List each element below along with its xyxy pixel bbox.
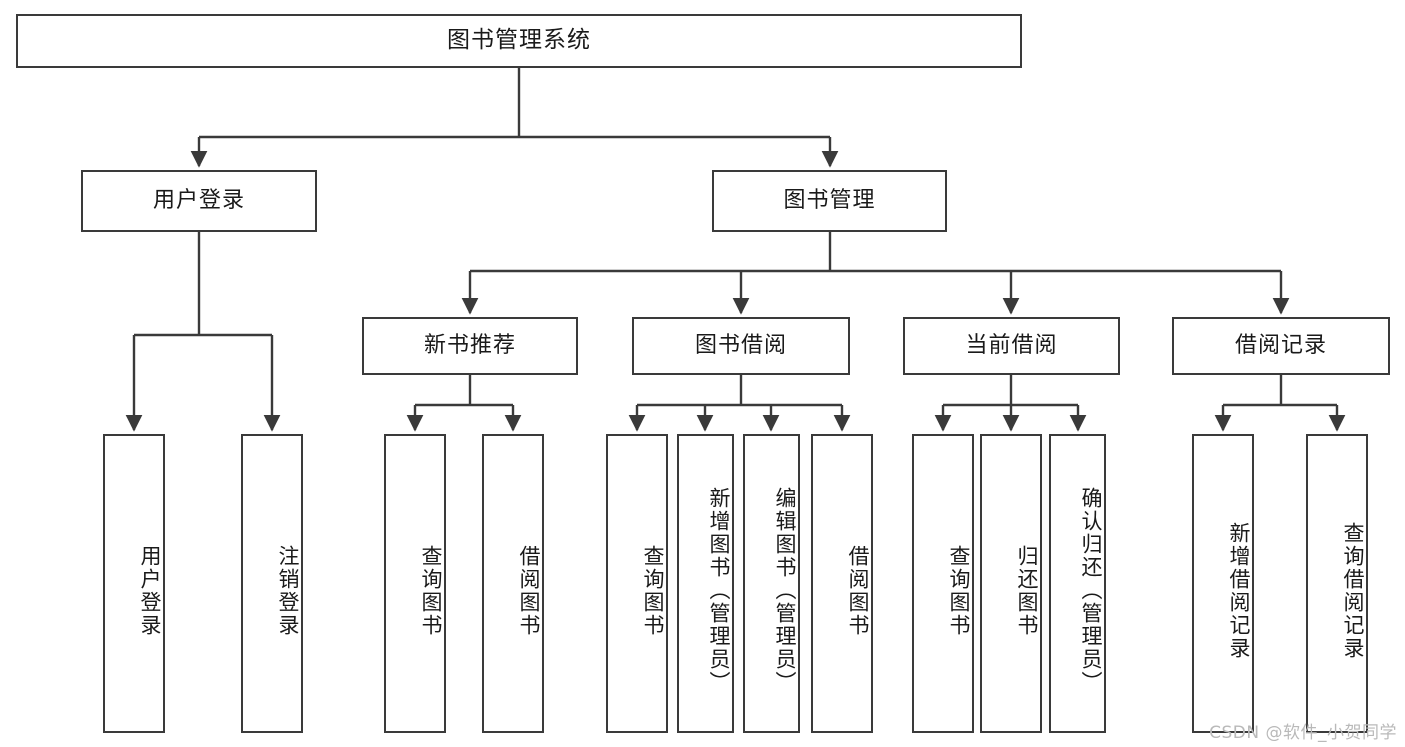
- leaf-query-book-current[interactable]: 查询图书: [912, 434, 974, 733]
- node-book-borrow[interactable]: 图书借阅: [632, 317, 850, 375]
- leaf-user-login[interactable]: 用户登录: [103, 434, 165, 733]
- leaf-borrow-book[interactable]: 借阅图书: [811, 434, 873, 733]
- node-borrow-record[interactable]: 借阅记录: [1172, 317, 1390, 375]
- leaf-query-book-recommend[interactable]: 查询图书: [384, 434, 446, 733]
- node-current-borrow[interactable]: 当前借阅: [903, 317, 1120, 375]
- leaf-edit-book-admin[interactable]: 编辑图书（管理员）: [743, 434, 800, 733]
- node-book-management[interactable]: 图书管理: [712, 170, 947, 232]
- leaf-query-book-borrow[interactable]: 查询图书: [606, 434, 668, 733]
- node-root[interactable]: 图书管理系统: [16, 14, 1022, 68]
- leaf-add-book-admin[interactable]: 新增图书（管理员）: [677, 434, 734, 733]
- leaf-confirm-return-admin[interactable]: 确认归还（管理员）: [1049, 434, 1106, 733]
- leaf-query-borrow-record[interactable]: 查询借阅记录: [1306, 434, 1368, 733]
- node-user-login[interactable]: 用户登录: [81, 170, 317, 232]
- node-new-book-recommend[interactable]: 新书推荐: [362, 317, 578, 375]
- leaf-borrow-book-recommend[interactable]: 借阅图书: [482, 434, 544, 733]
- leaf-add-borrow-record[interactable]: 新增借阅记录: [1192, 434, 1254, 733]
- leaf-logout[interactable]: 注销登录: [241, 434, 303, 733]
- leaf-return-book[interactable]: 归还图书: [980, 434, 1042, 733]
